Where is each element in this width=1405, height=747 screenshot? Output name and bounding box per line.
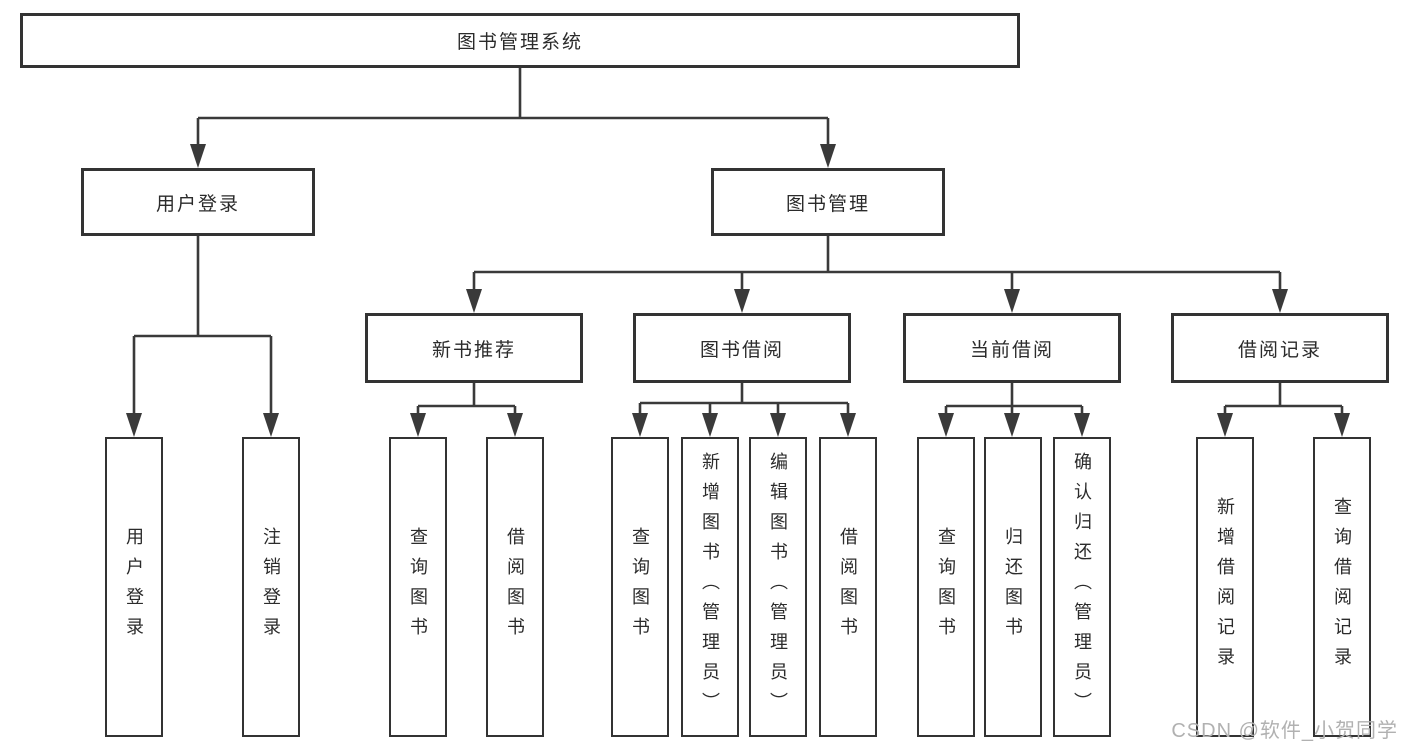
leaf-label: 查询图书 bbox=[936, 527, 956, 647]
csdn-watermark: CSDN @软件_小贺同学 bbox=[1171, 720, 1398, 742]
leaf-add-borrow-record: 新增借阅记录 bbox=[1196, 437, 1254, 737]
leaf-label: 确认归还（管理员） bbox=[1072, 452, 1092, 722]
leaf-confirm-return-admin: 确认归还（管理员） bbox=[1053, 437, 1111, 737]
leaf-label: 借阅图书 bbox=[505, 527, 525, 647]
leaf-label: 编辑图书（管理员） bbox=[768, 452, 788, 722]
leaf-add-book-admin: 新增图书（管理员） bbox=[681, 437, 739, 737]
leaf-return-books: 归还图书 bbox=[984, 437, 1042, 737]
leaf-edit-book-admin: 编辑图书（管理员） bbox=[749, 437, 807, 737]
node-book-borrowing: 图书借阅 bbox=[633, 313, 851, 383]
leaf-label: 新增图书（管理员） bbox=[700, 452, 720, 722]
leaf-label: 查询图书 bbox=[630, 527, 650, 647]
leaf-label: 查询图书 bbox=[408, 527, 428, 647]
leaf-query-borrow-record: 查询借阅记录 bbox=[1313, 437, 1371, 737]
leaf-label: 注销登录 bbox=[261, 527, 281, 647]
leaf-borrow-books-recommend: 借阅图书 bbox=[486, 437, 544, 737]
node-new-book-recommend: 新书推荐 bbox=[365, 313, 583, 383]
leaf-label: 查询借阅记录 bbox=[1332, 497, 1352, 677]
leaf-label: 归还图书 bbox=[1003, 527, 1023, 647]
node-borrow-records: 借阅记录 bbox=[1171, 313, 1389, 383]
arrowheads bbox=[126, 144, 1350, 437]
leaf-query-books-borrowing: 查询图书 bbox=[611, 437, 669, 737]
node-library-system: 图书管理系统 bbox=[20, 13, 1020, 68]
leaf-borrow-books: 借阅图书 bbox=[819, 437, 877, 737]
leaf-user-login: 用户登录 bbox=[105, 437, 163, 737]
leaf-query-books-recommend: 查询图书 bbox=[389, 437, 447, 737]
node-user-login: 用户登录 bbox=[81, 168, 315, 236]
leaf-label: 新增借阅记录 bbox=[1215, 497, 1235, 677]
leaf-label: 用户登录 bbox=[124, 527, 144, 647]
leaf-query-books-current: 查询图书 bbox=[917, 437, 975, 737]
leaf-logout: 注销登录 bbox=[242, 437, 300, 737]
node-current-borrowing: 当前借阅 bbox=[903, 313, 1121, 383]
node-book-management: 图书管理 bbox=[711, 168, 945, 236]
leaf-label: 借阅图书 bbox=[838, 527, 858, 647]
